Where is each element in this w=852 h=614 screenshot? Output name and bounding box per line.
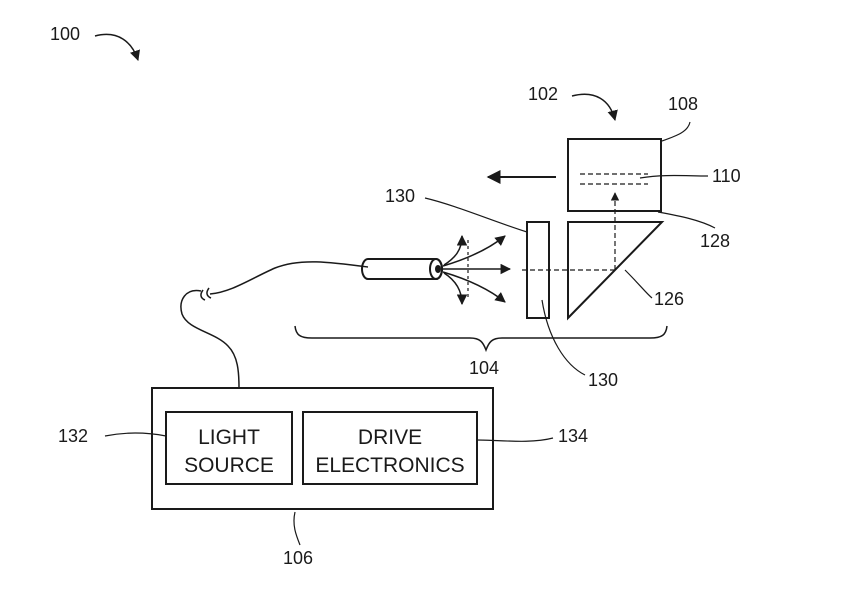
ref-106-label: 106 — [283, 548, 313, 568]
drive-electronics-box — [302, 411, 478, 485]
ref-134-leader — [476, 437, 554, 442]
ref-104-label: 104 — [469, 358, 499, 378]
beam-arrow-upper — [442, 235, 506, 267]
ref-130-top-leader — [424, 197, 528, 233]
ref-132-label: 132 — [58, 426, 88, 446]
ref-134-label: 134 — [558, 426, 588, 446]
component-108-box — [567, 138, 662, 212]
ref-108-label: 108 — [668, 94, 698, 114]
ref-100-label: 100 — [50, 24, 80, 44]
ref-130-top-label: 130 — [385, 186, 415, 206]
plate-130 — [526, 221, 550, 319]
ref-128-leader — [657, 211, 716, 229]
ref-128-label: 128 — [700, 231, 730, 251]
light-source-box — [165, 411, 293, 485]
fiber-end-face — [429, 258, 443, 280]
ref-110-leader — [639, 174, 709, 179]
drive-electronics-label-line2: ELECTRONICS — [315, 454, 464, 477]
fiber-core — [435, 265, 441, 273]
ref-130-bottom-label: 130 — [588, 370, 618, 390]
beam-arrow-steep-down — [443, 272, 468, 306]
ref-126-label: 126 — [654, 289, 684, 309]
ref-126-leader — [624, 269, 653, 299]
ref-132-leader — [104, 432, 167, 437]
light-source-label-line2: SOURCE — [184, 454, 274, 477]
ref-102-label: 102 — [528, 84, 558, 104]
ref-108-leader — [661, 121, 691, 142]
fiber-cable-lower — [180, 289, 240, 389]
ref-110-label: 110 — [712, 166, 741, 186]
ref-130-bottom-leader — [541, 299, 586, 376]
control-unit-106 — [151, 387, 494, 510]
beam-arrow-lower — [442, 271, 506, 303]
light-source-label-line1: LIGHT — [198, 426, 260, 449]
cable-break-b — [206, 287, 212, 299]
cable-break-a — [200, 289, 206, 301]
ref-106-leader — [293, 511, 301, 546]
drive-electronics-label-line1: DRIVE — [358, 426, 422, 449]
fiber-cable-upper — [209, 261, 369, 295]
ref-100-arrow — [94, 33, 140, 61]
bracket-104 — [294, 325, 668, 353]
beam-arrow-steep-up — [443, 234, 468, 266]
ref-102-arrow — [571, 93, 618, 122]
